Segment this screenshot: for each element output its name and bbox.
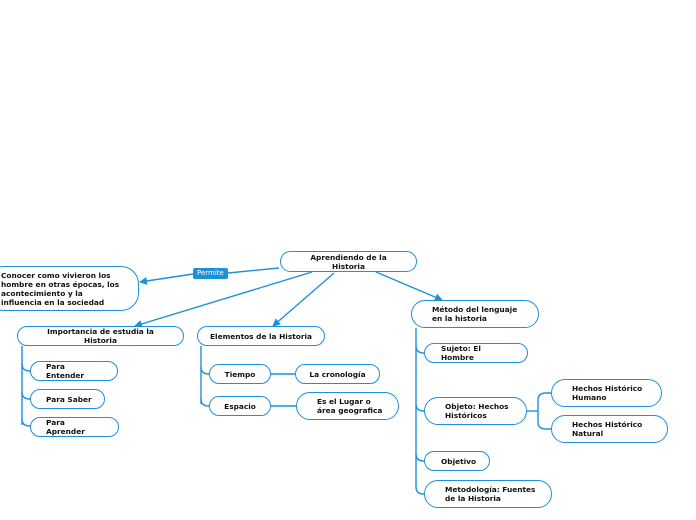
cronologia-node[interactable]: La cronología xyxy=(295,364,380,384)
objeto-node[interactable]: Objeto: Hechos Históricos xyxy=(424,397,527,425)
sujeto-node[interactable]: Sujeto: El Hombre xyxy=(424,343,528,363)
hechos-natural-node[interactable]: Hechos Histórico Natural xyxy=(551,415,668,443)
importancia-node[interactable]: Importancia de estudia la Historia xyxy=(17,326,184,346)
tiempo-node[interactable]: Tiempo xyxy=(209,364,271,384)
importancia-item-entender[interactable]: Para Entender xyxy=(30,361,118,381)
elementos-node[interactable]: Elementos de la Historia xyxy=(197,326,325,346)
purpose-node[interactable]: Conocer como vivieron los hombre en otra… xyxy=(0,266,139,311)
objetivo-node[interactable]: Objetivo xyxy=(424,451,490,471)
metodologia-node[interactable]: Metodología: Fuentes de la Historia xyxy=(424,480,552,508)
importancia-item-saber[interactable]: Para Saber xyxy=(30,389,105,409)
hechos-humano-node[interactable]: Hechos Histórico Humano xyxy=(551,379,662,407)
espacio-node[interactable]: Espacio xyxy=(209,396,271,416)
lugar-node[interactable]: Es el Lugar o área geografica xyxy=(296,392,399,420)
root-node[interactable]: Aprendiendo de la Historia xyxy=(280,251,417,272)
metodo-node[interactable]: Método del lenguaje en la historia xyxy=(411,300,539,328)
importancia-item-aprender[interactable]: Para Aprender xyxy=(30,417,119,437)
link-label-permite: Permite xyxy=(193,268,228,279)
